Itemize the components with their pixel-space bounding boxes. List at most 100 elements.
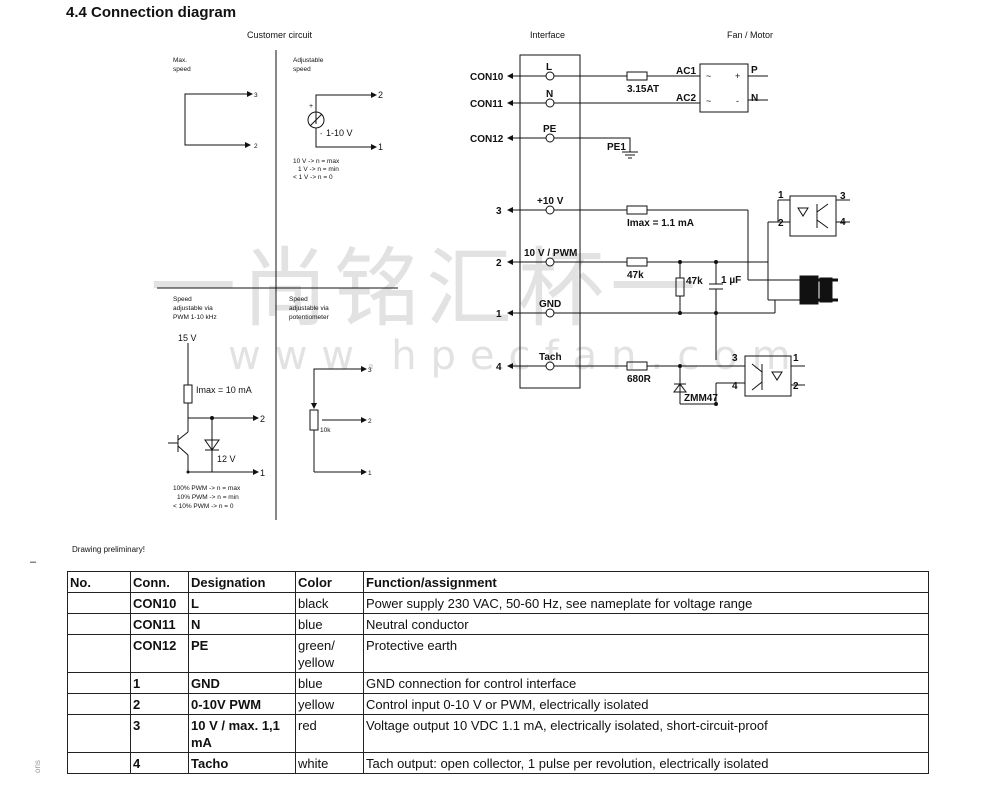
- q2-note-2: 1 V -> n = min: [298, 166, 339, 173]
- label-customer-circuit: Customer circuit: [247, 30, 313, 40]
- cell-conn: CON11: [130, 613, 189, 635]
- zener-label: ZMM47: [684, 393, 718, 404]
- q4-resistor: 10k: [320, 427, 331, 434]
- cell-conn: 1: [130, 672, 189, 694]
- q3-t1: 1: [260, 468, 265, 478]
- terminal-gnd: GND: [539, 299, 561, 310]
- cell-designation: GND: [188, 672, 296, 694]
- q3-t2: 2: [260, 414, 265, 424]
- cell-function: Power supply 230 VAC, 50-60 Hz, see name…: [363, 592, 929, 614]
- con10-label: CON10: [470, 72, 504, 83]
- table-row: 4 Tacho white Tach output: open collecto…: [67, 752, 929, 774]
- cell-function: Protective earth: [363, 634, 929, 673]
- header-no: No.: [67, 571, 131, 593]
- cell-color: green/ yellow: [295, 634, 364, 673]
- cell-color: red: [295, 714, 364, 753]
- r47k-label: 47k: [627, 270, 644, 281]
- terminal-N: N: [546, 89, 553, 100]
- cell-color: black: [295, 592, 364, 614]
- q3-label-3: PWM 1-10 kHz: [173, 314, 217, 321]
- q2-t2: 2: [378, 90, 383, 100]
- table-row: CON11 N blue Neutral conductor: [67, 613, 929, 635]
- q3-v15: 15 V: [178, 333, 197, 343]
- q3-note-3: < 10% PWM -> n = 0: [173, 503, 234, 510]
- opto2-pin1: 1: [793, 353, 799, 364]
- header-conn: Conn.: [130, 571, 189, 593]
- cell-color: blue: [295, 613, 364, 635]
- q3-v12: 12 V: [217, 454, 236, 464]
- wire-4: 4: [496, 362, 502, 373]
- cell-no: [67, 714, 131, 753]
- q2-note-1: 10 V -> n = max: [293, 158, 340, 165]
- r680-label: 680R: [627, 374, 652, 385]
- cell-designation: Tacho: [188, 752, 296, 774]
- con12-label: CON12: [470, 134, 504, 145]
- margin-dash: –: [30, 556, 37, 568]
- imax-label: Imax = 1.1 mA: [627, 218, 694, 229]
- cell-conn: 4: [130, 752, 189, 774]
- cell-conn: 3: [130, 714, 189, 753]
- cell-no: [67, 634, 131, 673]
- pe1-label: PE1: [607, 142, 626, 153]
- cell-no: [67, 613, 131, 635]
- q4-label-2: adjustable via: [289, 305, 329, 312]
- table-header-row: No. Conn. Designation Color Function/ass…: [67, 571, 929, 593]
- q4-label-3: potentiometer: [289, 314, 330, 321]
- rect-tilde-2: ~: [706, 96, 711, 106]
- q3-label-2: adjustable via: [173, 305, 213, 312]
- cell-conn: CON10: [130, 592, 189, 614]
- cell-function: GND connection for control interface: [363, 672, 929, 694]
- opto1-pin4: 4: [840, 217, 846, 228]
- ac1-label: AC1: [676, 66, 696, 77]
- cell-function: Voltage output 10 VDC 1.1 mA, electrical…: [363, 714, 929, 753]
- opto2-pin4: 4: [732, 381, 738, 392]
- cell-designation: L: [188, 592, 296, 614]
- watermark-url: www.hpecfan.com: [228, 333, 805, 379]
- table-row: CON12 PE green/ yellow Protective earth: [67, 634, 929, 673]
- table-row: 1 GND blue GND connection for control in…: [67, 672, 929, 694]
- cell-color: white: [295, 752, 364, 774]
- rect-tilde-1: ~: [706, 71, 711, 81]
- cell-no: [67, 693, 131, 715]
- q2-t1: 1: [378, 142, 383, 152]
- cell-function: Control input 0-10 V or PWM, electricall…: [363, 693, 929, 715]
- table-row: 3 10 V / max. 1,1 mA red Voltage output …: [67, 714, 929, 753]
- cell-conn: CON12: [130, 634, 189, 673]
- label-fan-motor: Fan / Motor: [727, 30, 773, 40]
- opto2-pin3: 3: [732, 353, 738, 364]
- cell-designation: 0-10V PWM: [188, 693, 296, 715]
- rect-minus: -: [736, 96, 739, 106]
- q2-voltage: 1-10 V: [326, 128, 353, 138]
- rect-plus: +: [735, 71, 740, 81]
- terminal-10v: +10 V: [537, 196, 564, 207]
- table-row: CON10 L black Power supply 230 VAC, 50-6…: [67, 592, 929, 614]
- cell-designation: PE: [188, 634, 296, 673]
- q3-imax: Imax = 10 mA: [196, 385, 252, 395]
- cell-function: Tach output: open collector, 1 pulse per…: [363, 752, 929, 774]
- preliminary-note: Drawing preliminary!: [72, 545, 145, 554]
- wire-2: 2: [496, 258, 502, 269]
- q4-t2: 2: [368, 418, 372, 425]
- q3-note-1: 100% PWM -> n = max: [173, 485, 241, 492]
- terminal-pwm: 10 V / PWM: [524, 248, 577, 259]
- motor-N: N: [751, 93, 758, 104]
- cell-no: [67, 752, 131, 774]
- opto1-pin3: 3: [840, 191, 846, 202]
- cell-color: yellow: [295, 693, 364, 715]
- cell-no: [67, 672, 131, 694]
- q4-t3: 3: [368, 367, 372, 374]
- terminal-L: L: [546, 62, 552, 73]
- side-mark: ons: [33, 760, 42, 773]
- header-color: Color: [295, 571, 364, 593]
- q1-t2: 2: [254, 143, 258, 150]
- opto2-pin2: 2: [793, 381, 799, 392]
- r47k2-label: 47k: [686, 276, 703, 287]
- cap-label: 1 µF: [721, 275, 741, 286]
- q2-note-3: < 1 V -> n = 0: [293, 174, 333, 181]
- q1-t3: 3: [254, 92, 258, 99]
- opto1-pin1: 1: [778, 190, 784, 201]
- ac2-label: AC2: [676, 93, 696, 104]
- table-row: 2 0-10V PWM yellow Control input 0-10 V …: [67, 693, 929, 715]
- terminal-PE: PE: [543, 124, 557, 135]
- cell-color: blue: [295, 672, 364, 694]
